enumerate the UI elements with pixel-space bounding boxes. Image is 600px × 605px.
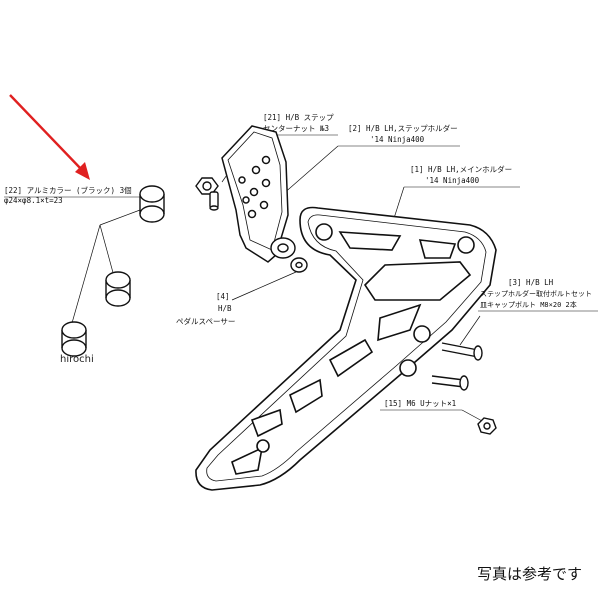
photo-note: 写真は参考です — [476, 565, 582, 583]
watermark: hirochi — [60, 354, 94, 365]
label-4-num: [4] — [216, 292, 230, 301]
pedal-spacer — [290, 257, 308, 273]
label-22-title: [22] アルミカラー (ブラック) 3個 — [4, 185, 132, 195]
label-15-title: [15] M6 Uナット×1 — [384, 399, 456, 408]
label-22-dims: φ24×φ8.1×t=23 — [4, 196, 63, 205]
label-3-line3: 皿キャップボルト M8×20 2本 — [480, 300, 577, 309]
label-21-title: [21] H/B ステップ — [263, 113, 334, 122]
u-nut — [477, 417, 497, 435]
step-pivot-collar — [270, 237, 296, 259]
label-3-line2: ステップホルダー取付ボルトセット — [480, 289, 592, 298]
label-21-sub: センターナット №3 — [263, 124, 329, 133]
label-2-title: [2] H/B LH,ステップホルダー — [348, 123, 458, 133]
bolt-set — [431, 342, 483, 391]
label-1-title: [1] H/B LH,メインホルダー — [410, 164, 512, 174]
aluminum-collar-3 — [61, 321, 87, 357]
center-nut — [195, 177, 219, 211]
label-1-sub: '14 Ninja400 — [425, 176, 480, 185]
main-holder — [195, 206, 497, 491]
aluminum-collar-2 — [105, 271, 131, 307]
label-2-sub: '14 Ninja400 — [370, 135, 425, 144]
aluminum-collar-1 — [139, 185, 165, 223]
red-arrow-icon — [9, 94, 90, 180]
label-3-title: [3] H/B LH — [508, 278, 554, 287]
label-4-name: ペダルスペーサー — [176, 316, 235, 326]
label-4-hb: H/B — [218, 304, 232, 313]
